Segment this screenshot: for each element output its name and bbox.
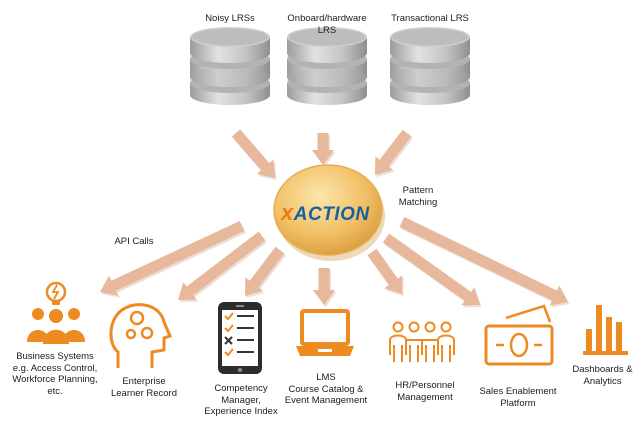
target-label-dashboards: Dashboards & Analytics bbox=[572, 364, 633, 387]
cash-icon bbox=[484, 304, 554, 366]
arrow-hub-to-dashboards bbox=[399, 217, 568, 306]
target-label-business-systems: Business Systems e.g. Access Control, Wo… bbox=[12, 351, 98, 397]
laptop-icon bbox=[296, 309, 354, 356]
database-icon-onboard bbox=[287, 27, 367, 105]
arrow-hub-to-business-systems bbox=[100, 221, 245, 296]
database-icon-noisy bbox=[190, 27, 270, 105]
xaction-logo: xACTION bbox=[281, 200, 377, 226]
arrows-layer bbox=[100, 129, 570, 308]
logo-text: ACTION bbox=[293, 204, 370, 225]
arrow-noisy-to-hub bbox=[231, 129, 275, 178]
target-label-competency-manager: Competency Manager, Experience Index bbox=[204, 383, 278, 417]
arrow-transactional-to-hub bbox=[375, 129, 412, 175]
bar-chart-icon bbox=[583, 305, 628, 355]
arrow-hub-to-learner-record bbox=[178, 231, 266, 300]
source-label-transactional: Transactional LRS bbox=[391, 13, 469, 24]
people-lightbulb-icon bbox=[27, 281, 85, 344]
api-calls-label: API Calls bbox=[114, 236, 154, 247]
people-group-icon bbox=[389, 321, 455, 362]
source-label-onboard: Onboard/hardware LRS bbox=[287, 13, 367, 36]
pattern-matching-label: Pattern Matching bbox=[398, 185, 438, 208]
database-icon-transactional bbox=[390, 27, 470, 105]
target-label-lms: LMS Course Catalog & Event Management bbox=[284, 372, 368, 406]
arrow-hub-to-sales bbox=[382, 233, 480, 306]
xaction-hub bbox=[273, 164, 385, 261]
arrow-hub-to-hr bbox=[367, 248, 403, 294]
target-label-sales-enablement: Sales Enablement Platform bbox=[479, 386, 557, 409]
target-label-enterprise-learner-record: Enterprise Learner Record bbox=[110, 376, 177, 399]
arrow-onboard-to-hub bbox=[312, 133, 334, 165]
target-label-hr-personnel: HR/Personnel Management bbox=[395, 380, 455, 403]
phone-checklist-icon bbox=[218, 302, 262, 374]
source-label-noisy: Noisy LRSs bbox=[205, 13, 255, 24]
arrow-hub-to-lms bbox=[313, 268, 335, 305]
logo-prefix: x bbox=[281, 200, 294, 225]
head-gears-icon bbox=[109, 303, 173, 368]
arrow-hub-to-competency bbox=[245, 246, 285, 296]
